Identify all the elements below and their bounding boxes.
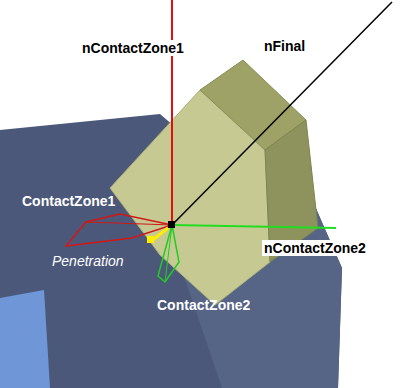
zone-label: ContactZone1 <box>20 193 117 209</box>
contact-point <box>168 221 175 228</box>
normal-final <box>172 2 392 225</box>
contact-zone-1-edge <box>86 222 172 225</box>
normal-label: nContactZone1 <box>80 40 186 56</box>
contact-zone-2-edge <box>165 225 172 282</box>
normal-zone-2 <box>172 225 336 228</box>
ground-patch <box>0 290 50 388</box>
normal-label: nContactZone2 <box>262 240 368 256</box>
zone-label: ContactZone2 <box>155 297 252 313</box>
normal-label: nFinal <box>262 38 307 54</box>
normal-zone-1 <box>171 0 173 225</box>
contact-zone-1 <box>66 214 172 246</box>
penetration-label: Penetration <box>50 253 126 269</box>
penetration-point <box>147 236 154 243</box>
